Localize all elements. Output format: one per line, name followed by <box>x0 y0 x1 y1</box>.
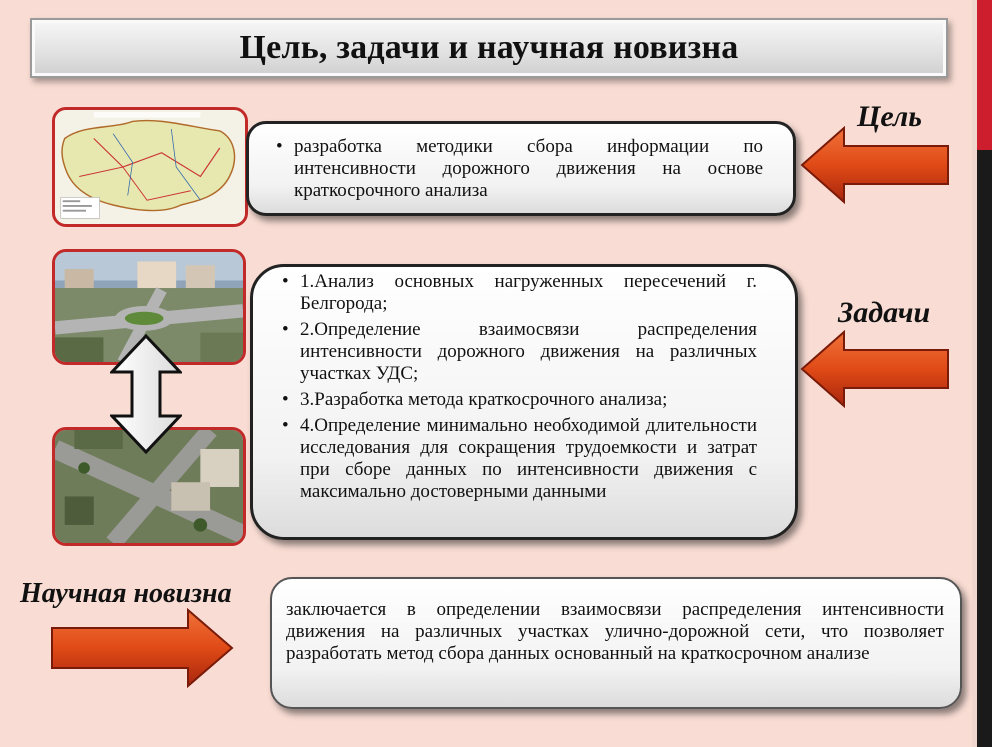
title-banner: Цель, задачи и научная новизна <box>30 18 948 78</box>
right-edge-strip <box>972 0 977 747</box>
novelty-box: заключается в определении взаимосвязи ра… <box>270 577 962 709</box>
tasks-box: 1.Анализ основных нагруженных пересечени… <box>250 264 798 540</box>
goal-list: разработка методики сбора информации по … <box>276 136 763 202</box>
task-item: 3.Разработка метода краткосрочного анали… <box>282 389 757 411</box>
region-map-image <box>52 107 248 227</box>
tasks-list: 1.Анализ основных нагруженных пересечени… <box>282 271 757 503</box>
tasks-arrow-icon <box>800 330 950 408</box>
novelty-label: Научная новизна <box>20 578 232 609</box>
task-item: 4.Определение минимально необходимой дли… <box>282 415 757 503</box>
right-accent-bar-dark <box>977 150 992 747</box>
novelty-arrow-icon <box>50 608 234 688</box>
goal-item: разработка методики сбора информации по … <box>276 136 763 202</box>
right-accent-bar-red <box>977 0 992 150</box>
goal-label: Цель <box>857 100 923 133</box>
task-item: 2.Определение взаимосвязи распределения … <box>282 319 757 385</box>
double-arrow-icon <box>110 334 182 454</box>
task-item: 1.Анализ основных нагруженных пересечени… <box>282 271 757 315</box>
goal-arrow-icon <box>800 126 950 204</box>
page-title: Цель, задачи и научная новизна <box>239 29 739 66</box>
goal-box: разработка методики сбора информации по … <box>246 121 796 216</box>
novelty-text: заключается в определении взаимосвязи ра… <box>286 599 944 664</box>
tasks-label: Задачи <box>838 296 931 329</box>
